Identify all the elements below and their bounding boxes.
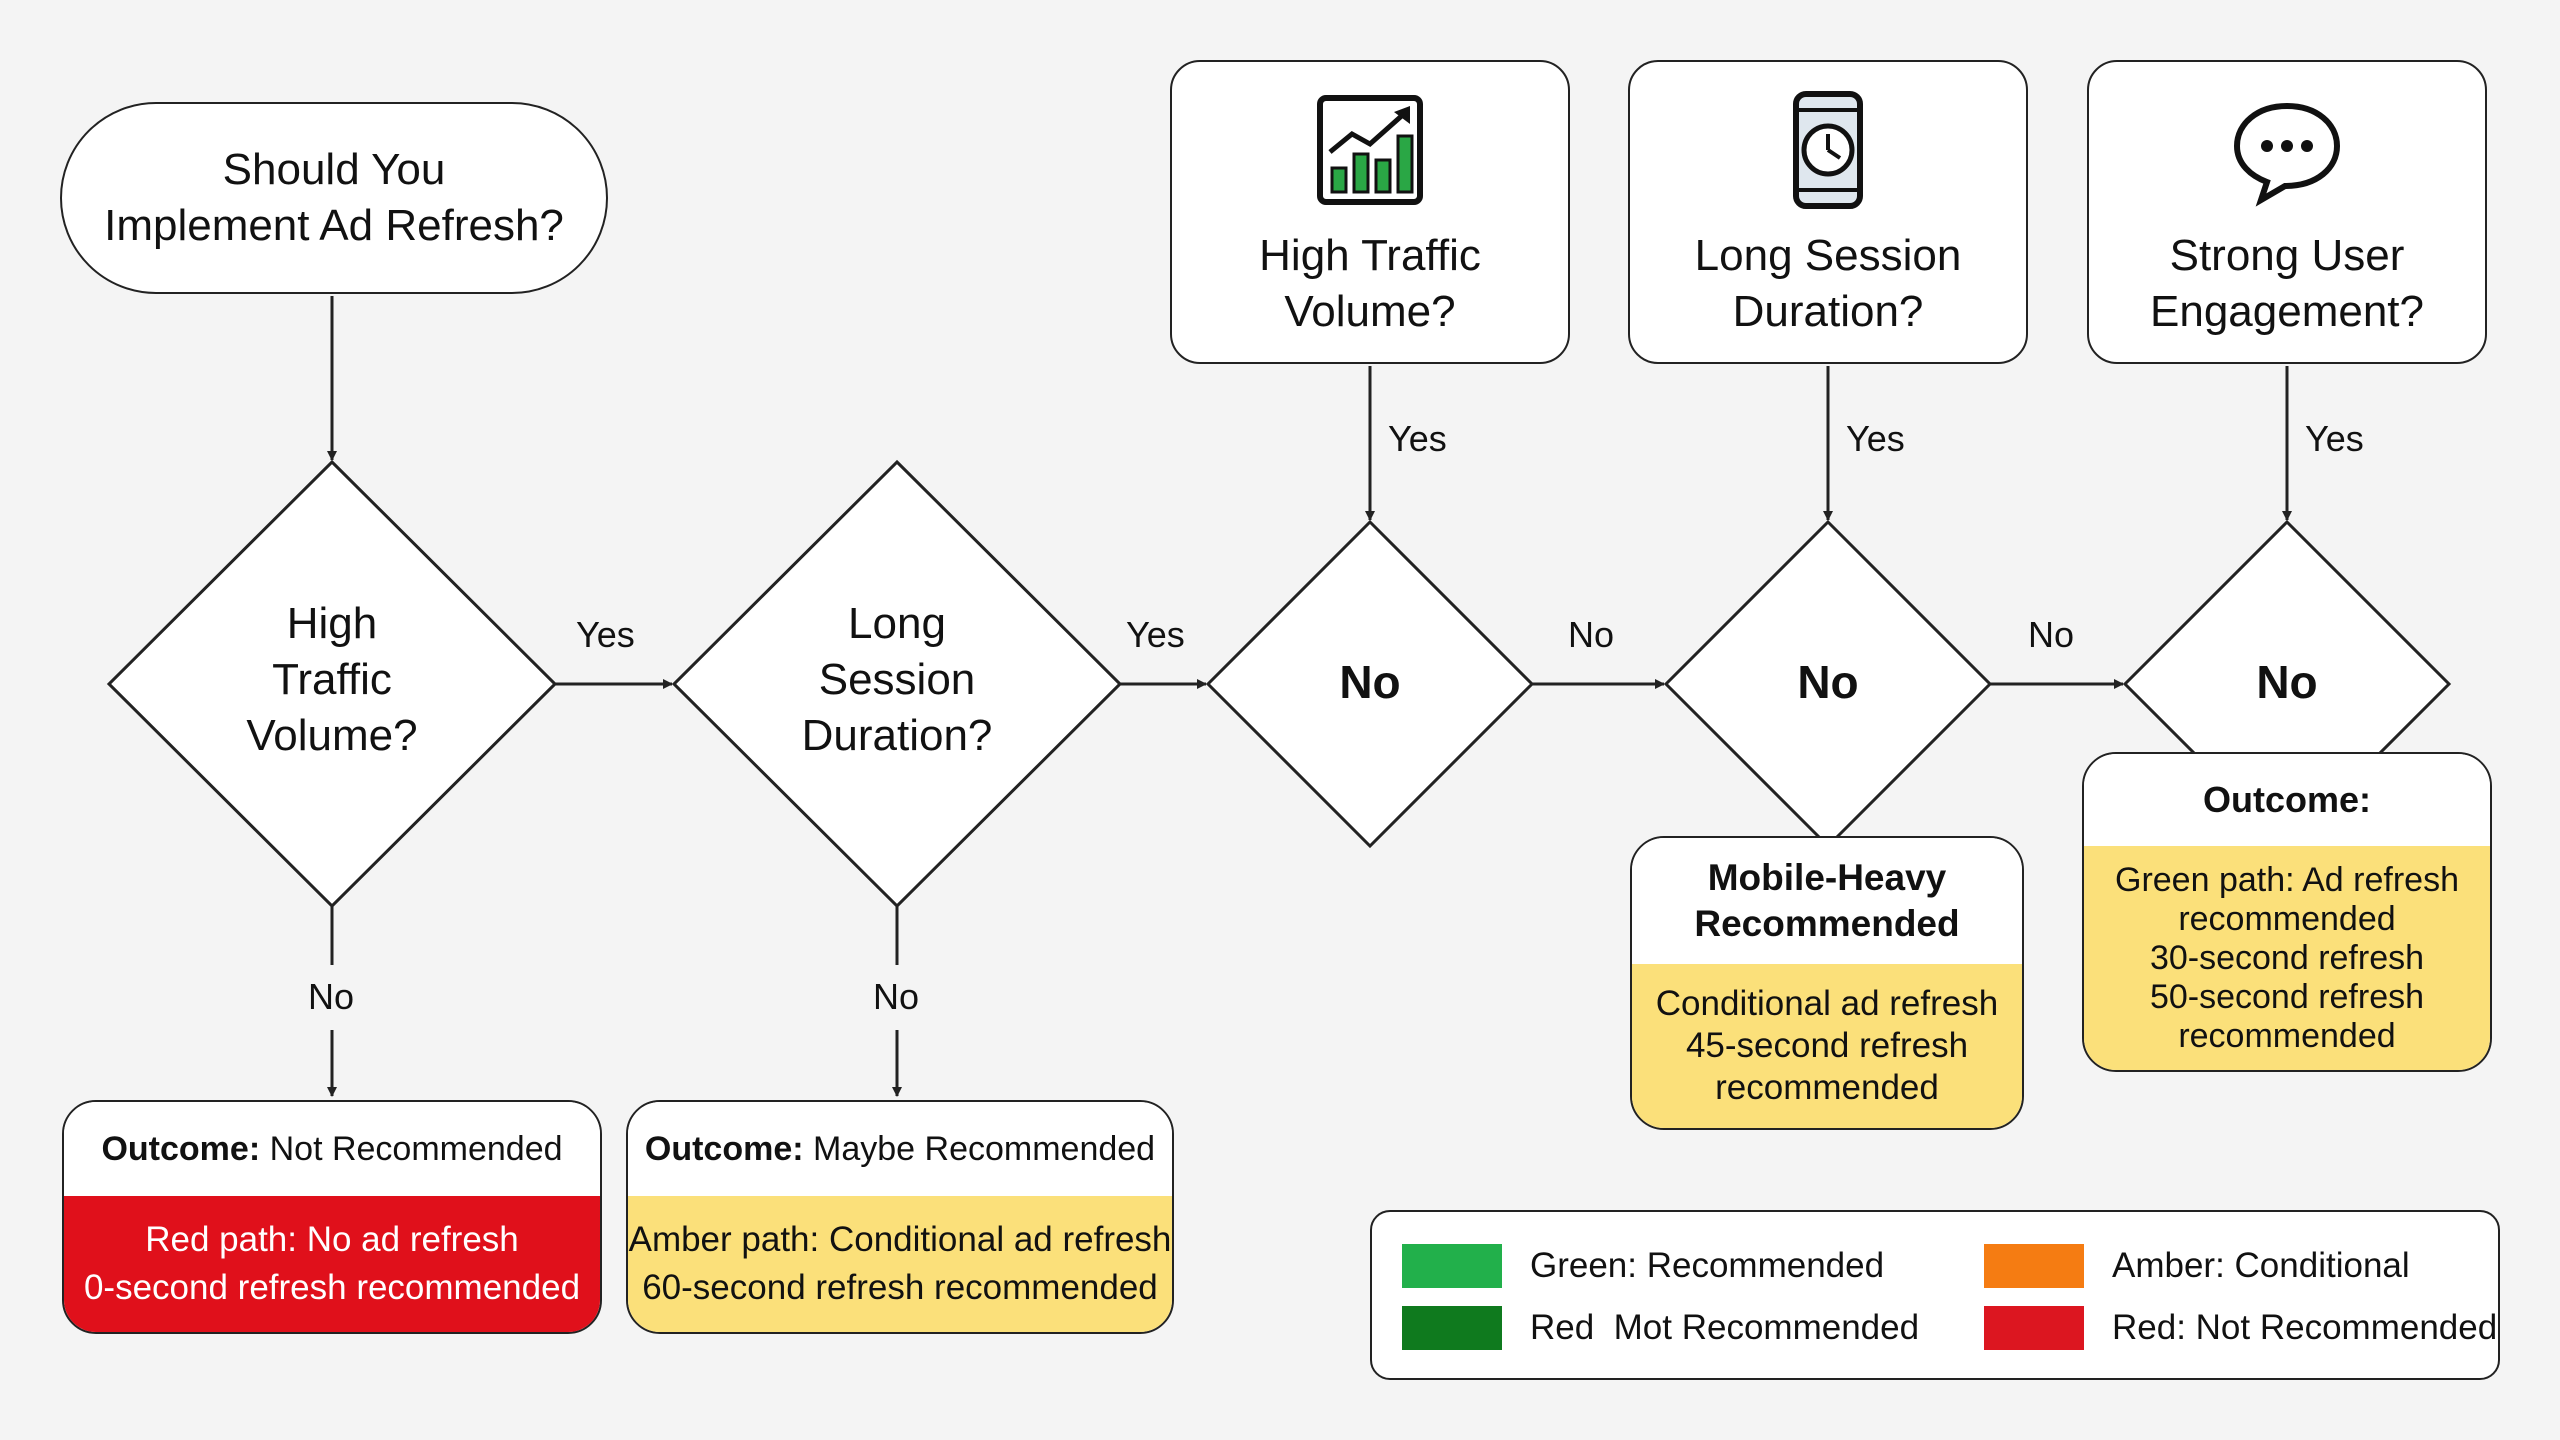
legend-swatch-green — [1402, 1244, 1502, 1288]
legend-item-red-mot: Red Mot Recommended — [1402, 1306, 1919, 1350]
chart-icon — [1317, 95, 1423, 205]
diamond-no-1-label: No — [1339, 656, 1401, 708]
outcome-final-line5: recommended — [2178, 1016, 2396, 1055]
outcome-final-line1: Green path: Ad refresh — [2115, 860, 2459, 899]
diamond-no-3-label: No — [2256, 656, 2318, 708]
label-no-1: No — [1568, 614, 1615, 655]
card1-line2: Volume? — [1284, 287, 1456, 336]
outcome-not-line2: 0-second refresh recommended — [83, 1268, 581, 1307]
label-no-session: No — [873, 976, 920, 1017]
label-yes-card1: Yes — [1388, 418, 1447, 459]
legend-item-amber: Amber: Conditional — [1984, 1244, 2410, 1288]
outcome-final-line4: 50-second refresh — [2149, 977, 2425, 1016]
outcome-not-head-bold: Outcome: — [101, 1129, 261, 1168]
outcome-mobile-head2: Recommended — [1694, 903, 1960, 944]
card1-line1: High Traffic — [1259, 231, 1481, 280]
phone-clock-icon — [1793, 91, 1863, 209]
outcome-maybe-line1: Amber path: Conditional ad refresh — [628, 1220, 1172, 1259]
diamond-session-line3: Duration? — [801, 711, 993, 760]
start-node: Should You Implement Ad Refresh? — [60, 102, 608, 294]
outcome-final: Outcome: Green path: Ad refresh recommen… — [2082, 752, 2492, 1072]
card2-line2: Duration? — [1732, 287, 1924, 336]
diamond-traffic-text: High Traffic Volume? — [212, 596, 452, 764]
outcome-final-header: Outcome: — [2084, 754, 2490, 846]
label-yes-session: Yes — [1126, 614, 1185, 655]
outcome-not-line1: Red path: No ad refresh — [145, 1220, 519, 1259]
label-yes-card3: Yes — [2305, 418, 2364, 459]
legend-label-amber: Amber: Conditional — [2112, 1246, 2410, 1285]
outcome-final-line3: 30-second refresh — [2149, 938, 2425, 977]
legend-swatch-red — [1984, 1306, 2084, 1350]
card3-line2: Engagement? — [2150, 287, 2424, 336]
label-no-traffic: No — [308, 976, 355, 1017]
outcome-not-head-rest: Not Recommended — [260, 1129, 563, 1168]
card-high-traffic: High Traffic Volume? — [1170, 60, 1570, 364]
outcome-mobile-heavy: Mobile-Heavy Recommended Conditional ad … — [1630, 836, 2024, 1130]
legend-item-green: Green: Recommended — [1402, 1244, 1884, 1288]
outcome-mobile-line3: recommended — [1715, 1068, 1939, 1107]
outcome-mobile-body: Conditional ad refresh 45-second refresh… — [1632, 964, 2022, 1128]
label-no-2: No — [2028, 614, 2075, 655]
outcome-mobile-head1: Mobile-Heavy — [1707, 857, 1947, 898]
diamond-traffic-line1: High — [286, 599, 378, 648]
outcome-maybe-head-bold: Outcome: — [644, 1129, 804, 1168]
outcome-not-recommended: Outcome: Not Recommended Red path: No ad… — [62, 1100, 602, 1334]
legend-swatch-dark-green — [1402, 1306, 1502, 1350]
legend-label-red: Red: Not Recommended — [2112, 1308, 2498, 1347]
label-yes-card2: Yes — [1846, 418, 1905, 459]
outcome-maybe-head-rest: Maybe Recommended — [803, 1129, 1156, 1168]
label-yes-traffic: Yes — [576, 614, 635, 655]
chat-icon — [2233, 102, 2341, 207]
card-long-session: Long Session Duration? — [1628, 60, 2028, 364]
diamond-no-2-label: No — [1797, 656, 1859, 708]
diamond-traffic-line2: Traffic — [272, 655, 392, 704]
card3-line1: Strong User — [2169, 231, 2405, 280]
outcome-not-body: Red path: No ad refresh 0-second refresh… — [64, 1196, 600, 1332]
legend-label-green: Green: Recommended — [1530, 1246, 1885, 1285]
diamond-session-text: Long Session Duration? — [777, 596, 1017, 764]
outcome-mobile-header: Mobile-Heavy Recommended — [1632, 838, 2022, 964]
outcome-mobile-line2: 45-second refresh — [1685, 1026, 1969, 1065]
outcome-not-header: Outcome: Not Recommended — [64, 1102, 600, 1196]
diamond-session-line2: Session — [818, 655, 976, 704]
diamond-session-line1: Long — [848, 599, 946, 648]
outcome-maybe-line2: 60-second refresh recommended — [642, 1268, 1158, 1307]
legend: Green: Recommended Red Mot Recommended A… — [1370, 1210, 2500, 1380]
outcome-final-head: Outcome: — [2202, 779, 2371, 820]
legend-swatch-amber — [1984, 1244, 2084, 1288]
outcome-maybe-body: Amber path: Conditional ad refresh 60-se… — [628, 1196, 1172, 1332]
legend-item-red: Red: Not Recommended — [1984, 1306, 2497, 1350]
card-strong-engagement: Strong User Engagement? — [2087, 60, 2487, 364]
start-line1: Should You — [222, 145, 446, 194]
card2-line1: Long Session — [1694, 231, 1962, 280]
decision-diamond-no-1 — [1205, 519, 1535, 849]
outcome-mobile-line1: Conditional ad refresh — [1655, 984, 1999, 1023]
outcome-final-line2: recommended — [2178, 899, 2396, 938]
diamond-traffic-line3: Volume? — [246, 711, 418, 760]
outcome-maybe-header: Outcome: Maybe Recommended — [628, 1102, 1172, 1196]
outcome-final-body: Green path: Ad refresh recommended 30-se… — [2084, 846, 2490, 1070]
outcome-maybe-recommended: Outcome: Maybe Recommended Amber path: C… — [626, 1100, 1174, 1334]
start-line2: Implement Ad Refresh? — [104, 201, 564, 250]
legend-label-red-mot: Red Mot Recommended — [1530, 1308, 1920, 1347]
